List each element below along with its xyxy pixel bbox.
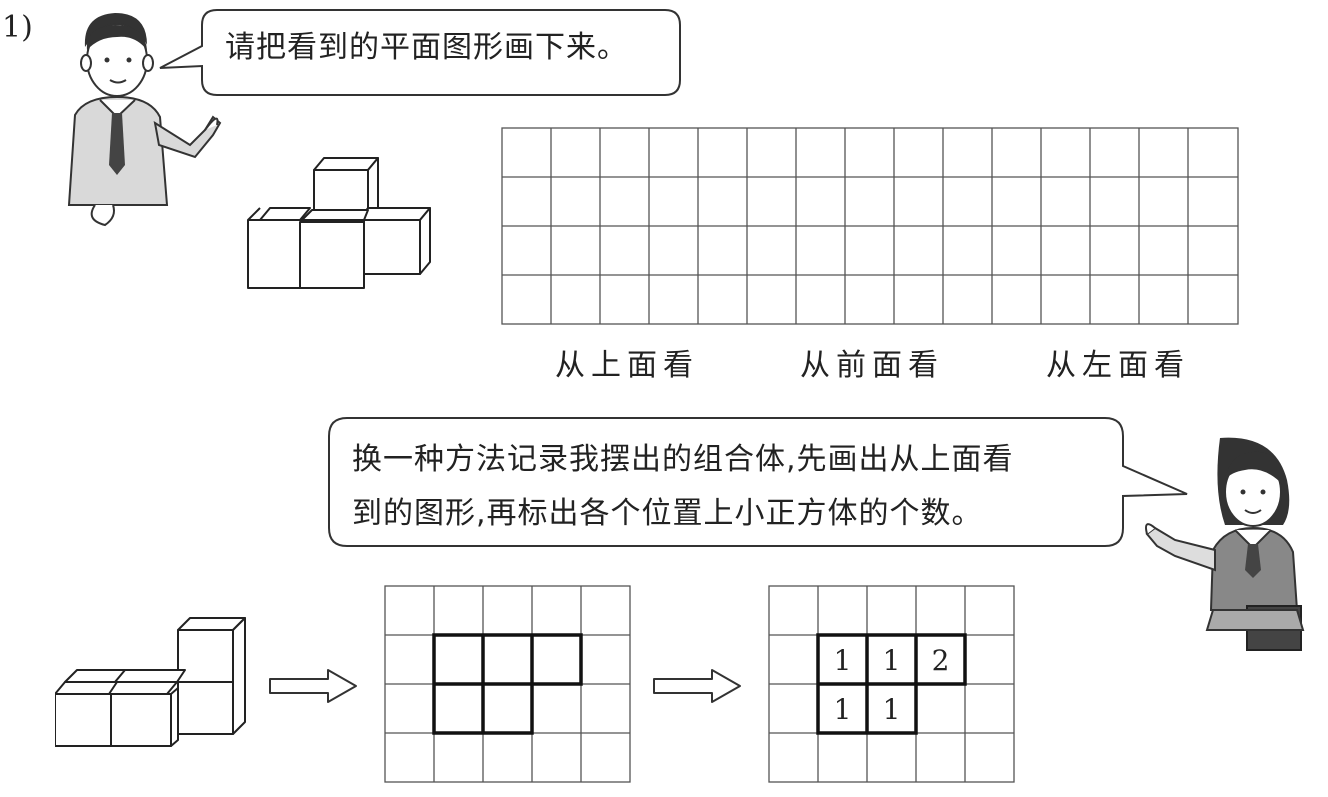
cube-arrangement-1 [247,157,431,289]
arrow-right-icon [653,669,741,703]
label-view-front: 从前面看 [800,348,944,383]
girl-bubble-line-2: 到的图形,再标出各个位置上小正方体的个数。 [352,496,983,531]
count-cell: 1 [834,644,852,677]
cube-arrangement-2 [55,617,246,747]
drawing-grid [501,127,1239,325]
count-cell: 1 [883,693,901,726]
boy-speech-bubble [159,9,681,96]
girl-speech-bubble [328,417,1188,547]
count-grid: 1 1 2 1 1 [768,585,1015,783]
label-view-left: 从左面看 [1046,348,1190,383]
girl-illustration [1145,437,1305,651]
boy-bubble-text: 请把看到的平面图形画下来。 [225,30,628,65]
boy-illustration [67,13,222,227]
count-cell: 1 [834,693,852,726]
top-view-grid [384,585,631,783]
count-cell: 2 [932,644,950,677]
question-number: 1) [2,10,33,45]
label-view-top: 从上面看 [555,348,699,383]
arrow-right-icon [269,669,357,703]
girl-bubble-line-1: 换一种方法记录我摆出的组合体,先画出从上面看 [352,442,1014,477]
count-cell: 1 [883,644,901,677]
